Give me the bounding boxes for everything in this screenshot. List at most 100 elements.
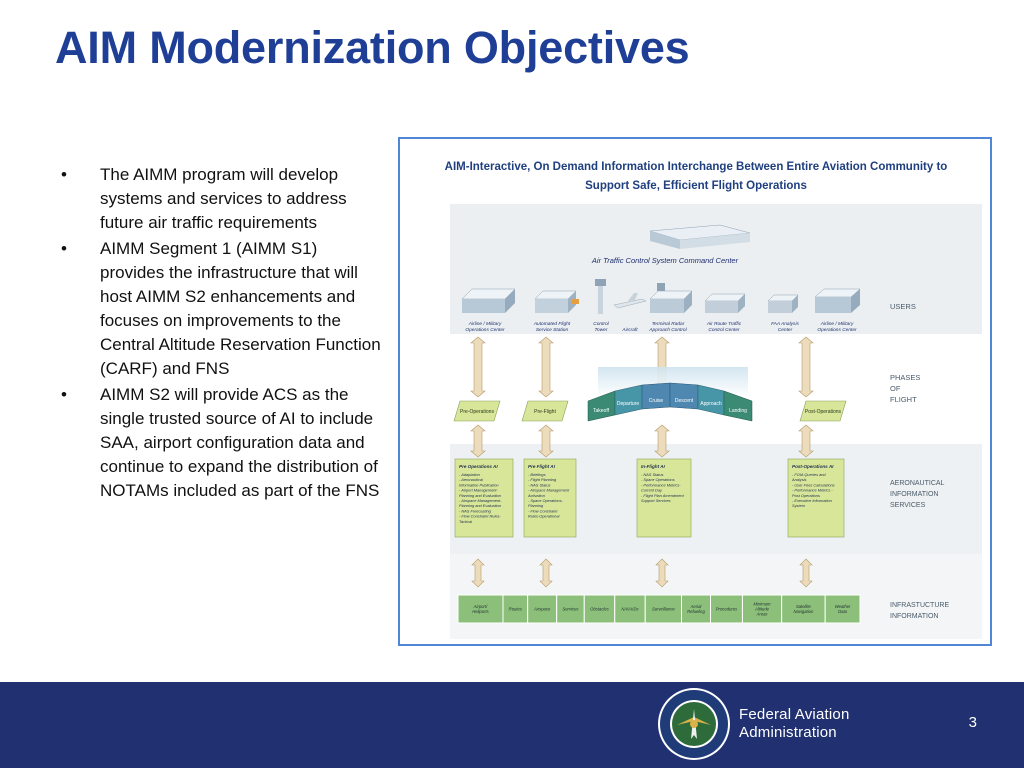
ais-boxes: Pre Operations AI- Adaptation- Aeronauti…	[454, 458, 845, 538]
infra-cell-label: Navigation	[794, 609, 814, 614]
infra-cell-label: NAVAIDs	[621, 607, 639, 612]
user-caption: Aircraft	[621, 327, 638, 333]
ais-box: Post-Operations AI- FOIA Queries andAnal…	[787, 458, 845, 538]
infra-cell-label: Obstacles	[590, 607, 610, 612]
infra-cell: Routes	[502, 594, 529, 624]
infra-cell-label: Routes	[509, 607, 523, 612]
phase-pre-flight: Pre-Flight	[521, 400, 569, 422]
diagram-title-line2: Support Safe, Efficient Flight Operation…	[585, 180, 807, 192]
infrastructure-row: Airport/Heliports Routes Airspace Services O…	[457, 594, 861, 624]
ais-box-item: - Adaptation	[459, 472, 480, 477]
double-arrow	[655, 558, 669, 588]
infra-cell: Obstacles	[583, 594, 616, 624]
ais-box-item: - Aeronautical	[459, 477, 483, 482]
infra-cell: Surveillance	[644, 594, 682, 624]
user-icons	[461, 279, 861, 314]
infra-cell: Airport/Heliports	[457, 594, 504, 624]
ais-box-item: - NAS Forecasting	[459, 508, 492, 513]
flight-segment-label: Landing	[729, 408, 747, 414]
ais-box-item: - Flight Plan Amendment	[641, 493, 685, 498]
ais-box-item: Tactical	[459, 519, 472, 524]
footer-bar: Federal Aviation Administration 3	[0, 682, 1024, 768]
user-caption: Center	[778, 327, 793, 333]
infra-cell-label: Airport/	[473, 604, 488, 609]
ais-box-item: Post Operations	[792, 493, 820, 498]
user-caption: Operations Center	[817, 327, 857, 333]
ais-box-title: Post-Operations AI	[792, 464, 834, 469]
user-caption: Automated Flight	[533, 321, 571, 327]
ais-box-item: - Airport Management-	[459, 488, 498, 493]
ais-box-title: Pre Flight AI	[528, 464, 556, 469]
users-label: USERS	[890, 302, 916, 311]
phase-label: Post-Operations	[805, 409, 842, 415]
in-flight-phases: Takeoff Departure Cruise Descent Approac…	[587, 367, 753, 422]
double-arrow	[538, 336, 554, 398]
ais-box-item: Activation	[527, 493, 545, 498]
faa-name-line1: Federal Aviation	[739, 706, 850, 723]
bullet-item: The AIMM program will develop systems an…	[58, 163, 386, 235]
aim-diagram: AIM-Interactive, On Demand Information I…	[400, 139, 990, 644]
faa-seal-logo	[658, 688, 730, 760]
infra-cell: Services	[556, 594, 585, 624]
user-caption: Service Station	[536, 327, 569, 333]
user-caption: Approach Control	[648, 327, 687, 333]
ais-box-item: Information Publication	[459, 482, 499, 487]
user-caption: Control Center	[708, 327, 740, 333]
ais-box-item: - FOIA Queries and	[792, 472, 826, 477]
infra-cell: NAVAIDs	[614, 594, 646, 624]
double-arrow	[470, 336, 486, 398]
command-center-label: Air Traffic Control System Command Cente…	[591, 256, 739, 265]
phase-pre-operations: Pre-Operations	[453, 400, 501, 422]
user-caption: FAA Analysis	[771, 321, 799, 327]
infra-cell-label: Airspace	[533, 607, 551, 612]
double-arrow	[798, 336, 814, 398]
ais-box-item: Rules-Operational	[528, 514, 559, 519]
bullet-list: The AIMM program will develop systems an…	[58, 163, 386, 505]
ais-box-item: Planning and Evaluation	[459, 493, 501, 498]
ais-box-item: - Flow Constraint Rules-	[459, 514, 501, 519]
ais-box-item: - Airspace Management	[528, 488, 570, 493]
bullet-item: AIMM Segment 1 (AIMM S1) provides the in…	[58, 237, 386, 381]
infra-cell-label: Data	[838, 609, 848, 614]
phase-label: Pre-Operations	[460, 409, 494, 415]
building-icon	[767, 294, 799, 313]
ais-box-item: - Airspace Management-	[459, 498, 502, 503]
double-arrow	[654, 424, 670, 458]
phases-label-1: PHASES	[890, 373, 920, 382]
command-center-building	[649, 224, 751, 249]
double-arrow	[538, 424, 554, 458]
ais-box: Pre Operations AI- Adaptation- Aeronauti…	[454, 458, 514, 538]
double-arrow	[471, 558, 485, 588]
user-caption: Tower	[595, 327, 608, 333]
infra-cell-label: Aerial	[690, 604, 703, 609]
infra-cell-label: Minimum	[754, 602, 771, 607]
infra-cell: Procedures	[710, 594, 743, 624]
flow-arrows	[470, 336, 814, 588]
faa-name-line2: Administration	[739, 724, 837, 741]
double-arrow	[470, 424, 486, 458]
phases-label-3: FLIGHT	[890, 395, 917, 404]
infra-cell-label: Areas	[756, 612, 769, 617]
infra-cell-label: Heliports	[472, 609, 489, 614]
user-caption: Airline / Military	[820, 321, 854, 327]
infra-cell-label: Services	[562, 607, 579, 612]
flight-segment-label: Descent	[675, 398, 694, 404]
ais-box-item: Support Services	[641, 498, 671, 503]
phases-label-2: OF	[890, 384, 901, 393]
ais-label-2: INFORMATION	[890, 491, 938, 498]
ais-box-title: In-Flight AI	[641, 464, 666, 469]
ais-box-item: - NAS Status	[641, 472, 664, 477]
flight-segment-label: Cruise	[649, 398, 664, 404]
ais-box-item: - Flow Constraint	[528, 508, 558, 513]
infra-cell-label: Satellite	[796, 604, 812, 609]
phase-label: Pre-Flight	[534, 409, 556, 415]
user-caption: Control	[593, 321, 609, 327]
infra-cell-label: Refueling	[687, 609, 705, 614]
infra-cell-label: Altitude	[754, 607, 770, 612]
user-caption: Airline / Military	[468, 321, 502, 327]
double-arrow	[799, 558, 813, 588]
building-icon	[814, 288, 861, 313]
